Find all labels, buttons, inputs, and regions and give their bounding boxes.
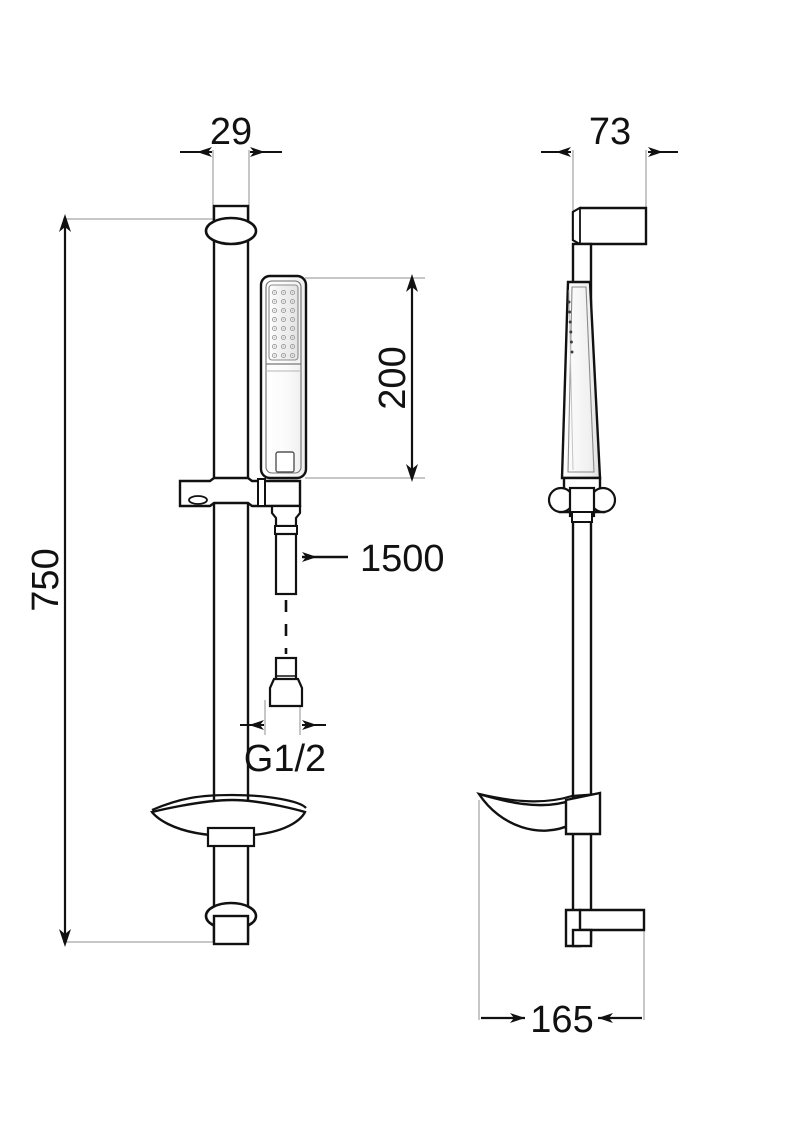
front-view <box>63 150 425 946</box>
hose-elbow <box>270 504 302 528</box>
soap-dish-bowl <box>150 798 307 838</box>
hose-thread-nut <box>268 677 304 708</box>
handshower-inner-outline <box>265 280 302 474</box>
handshower-button <box>275 451 295 473</box>
dimension-label-1500: 1500 <box>360 538 445 580</box>
dimension-29: 29 <box>180 111 282 157</box>
dimension-label-750: 750 <box>25 548 67 611</box>
bottom-bracket-body <box>212 914 250 946</box>
handshower-inner-outline <box>567 286 595 473</box>
wall-bracket-bottom <box>564 908 646 948</box>
shower-hose <box>268 504 304 708</box>
front-extension-lines <box>63 150 425 943</box>
side-extension-lines <box>478 150 647 1020</box>
top-bracket-collar <box>204 216 258 246</box>
handshower-nozzle-grid <box>270 287 297 358</box>
hose-collar-upper <box>274 525 298 535</box>
dimension-g12: G1/2 <box>240 720 326 780</box>
dim200-arrow-bottom <box>406 464 418 482</box>
dimension-label-29: 29 <box>210 111 252 153</box>
top-bracket-wall-plate <box>572 206 581 246</box>
handshower <box>259 274 308 480</box>
handshower-body <box>560 280 602 480</box>
hose-upper-segment <box>274 532 298 596</box>
handshower-highlight <box>568 289 574 471</box>
handshower-holder <box>178 476 302 508</box>
handshower <box>560 280 602 480</box>
dimension-165: 165 <box>481 999 642 1041</box>
dimension-73: 73 <box>541 111 678 157</box>
wall-bracket-bottom <box>204 901 258 946</box>
soap-dish-mount <box>206 826 256 848</box>
soap-dish-rim <box>151 793 307 812</box>
wall-bracket-top <box>204 204 258 246</box>
side-dimensions: 73 165 <box>481 111 678 1041</box>
dimension-label-200: 200 <box>372 346 414 409</box>
dimension-750: 750 <box>25 214 71 947</box>
handshower-nozzle-edge <box>567 300 574 354</box>
dimension-1500: 1500 <box>302 538 445 580</box>
dimension-200: 200 <box>372 274 418 482</box>
front-dimensions: 29 750 200 1500 G1/2 <box>25 111 445 947</box>
dim200-arrow-top <box>406 274 418 292</box>
side-view <box>476 150 648 1020</box>
handshower-holder <box>547 476 617 523</box>
dim750-arrow-top <box>59 214 71 232</box>
bottom-bracket-collar <box>571 928 593 948</box>
soap-dish-rim <box>478 792 601 803</box>
top-bracket-arm <box>571 206 648 246</box>
soap-dish <box>476 791 602 836</box>
dim750-arrow-bottom <box>59 929 71 947</box>
dimension-label-165: 165 <box>530 999 593 1041</box>
soap-dish <box>150 793 307 848</box>
dimension-label-g12: G1/2 <box>244 738 326 780</box>
holder-screw <box>188 495 208 505</box>
soap-dish-mount <box>564 791 602 836</box>
dimension-label-73: 73 <box>589 111 631 153</box>
holder-base <box>571 511 593 523</box>
wall-bracket-top <box>571 206 648 246</box>
holder-clamp-slot <box>257 478 266 507</box>
